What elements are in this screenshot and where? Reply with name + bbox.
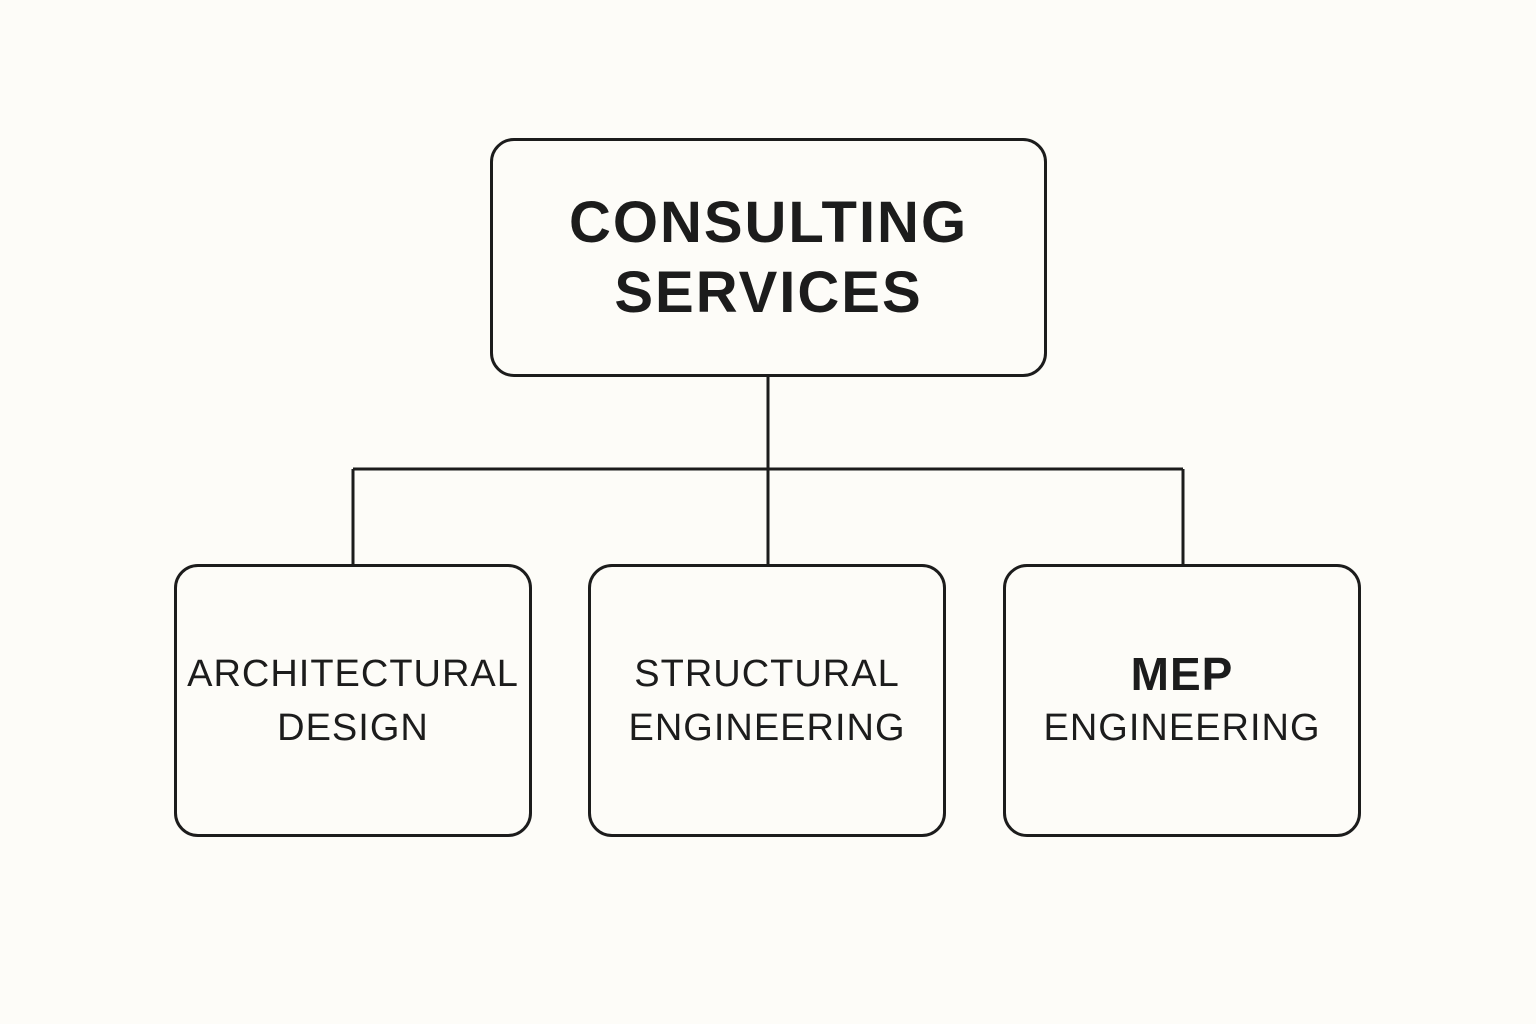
child-node-structural-engineering: STRUCTURAL ENGINEERING [588, 564, 946, 837]
root-node-consulting-services: CONSULTING SERVICES [490, 138, 1047, 377]
root-node-label-line1: CONSULTING [568, 189, 969, 255]
child-node-label-line2: ENGINEERING [1043, 706, 1321, 749]
child-node-label-line1: ARCHITECTURAL [187, 652, 519, 695]
child-node-label-line2: DESIGN [277, 706, 429, 749]
child-node-label-line2: ENGINEERING [628, 706, 906, 749]
child-node-mep-engineering: MEP ENGINEERING [1003, 564, 1361, 837]
root-node-label-line2: SERVICES [614, 259, 923, 325]
child-node-label-line1: MEP [1130, 647, 1234, 700]
child-node-label-line1: STRUCTURAL [634, 652, 900, 695]
child-node-architectural-design: ARCHITECTURAL DESIGN [174, 564, 532, 837]
